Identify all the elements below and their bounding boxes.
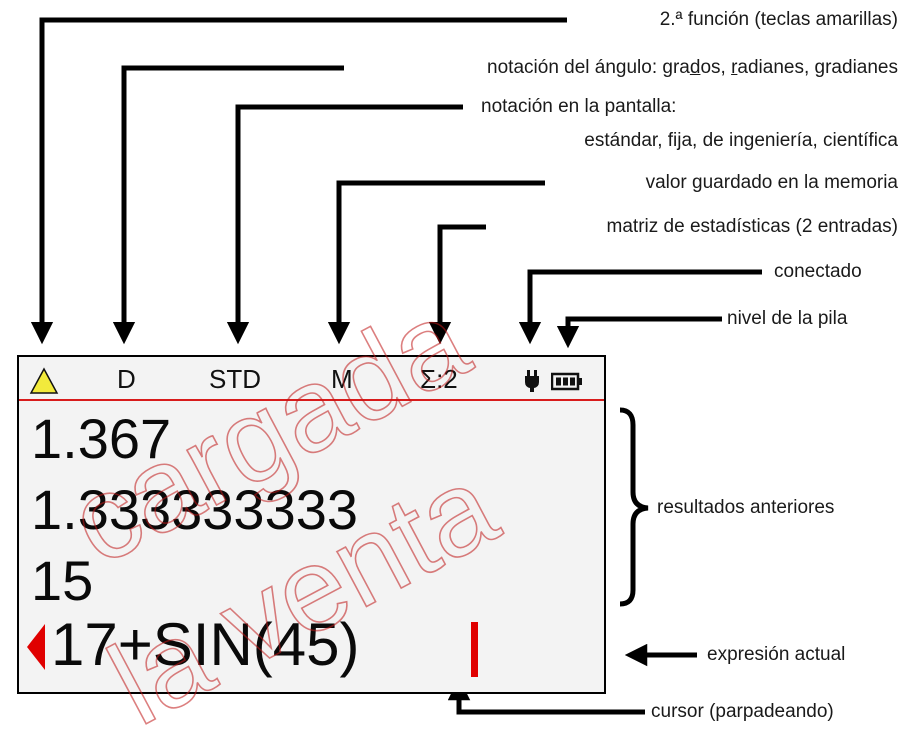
label-display-notation-line2: estándar, fija, de ingeniería, científic… [584, 130, 898, 151]
history-result-3: 15 [31, 549, 94, 612]
cursor [471, 622, 478, 677]
leader-second-function [30, 17, 567, 345]
status-stats: Σ:2 [420, 364, 458, 394]
battery-icon [551, 372, 582, 391]
label-second-function: 2.ª función (teclas amarillas) [659, 9, 898, 30]
status-notation-mode: STD [209, 364, 261, 394]
label-cursor: cursor (parpadeando) [651, 701, 834, 722]
left-arrow-icon [27, 624, 45, 670]
leader-cursor [447, 677, 645, 715]
warning-triangle-icon [29, 367, 59, 394]
plug-icon [525, 370, 539, 392]
label-previous-results: resultados anteriores [657, 497, 835, 518]
leader-notation [226, 104, 463, 345]
label-connected: conectado [774, 261, 862, 282]
previous-results-brace [619, 407, 649, 607]
leader-stats [428, 224, 486, 345]
calculator-screen: D STD M Σ:2 1.367 1.333333333 15 17+SIN(… [17, 355, 606, 694]
leader-memory [327, 180, 545, 345]
leader-angle [112, 65, 344, 345]
label-display-notation-line1: notación en la pantalla: [481, 96, 677, 117]
label-memory: valor guardado en la memoria [645, 172, 898, 193]
history-result-1: 1.367 [31, 407, 172, 470]
leader-battery [556, 316, 722, 349]
leader-connected [518, 269, 762, 345]
history-result-2: 1.333333333 [31, 478, 359, 541]
label-angle-notation: notación del ángulo: grados, radianes, g… [487, 57, 898, 78]
label-battery: nivel de la pila [727, 308, 848, 329]
label-stats: matriz de estadísticas (2 entradas) [606, 216, 898, 237]
status-separator [19, 399, 604, 401]
current-expression: 17+SIN(45) [51, 611, 360, 678]
status-angle-mode: D [117, 364, 136, 394]
status-memory: M [331, 364, 353, 394]
label-current-expression: expresión actual [707, 644, 846, 665]
